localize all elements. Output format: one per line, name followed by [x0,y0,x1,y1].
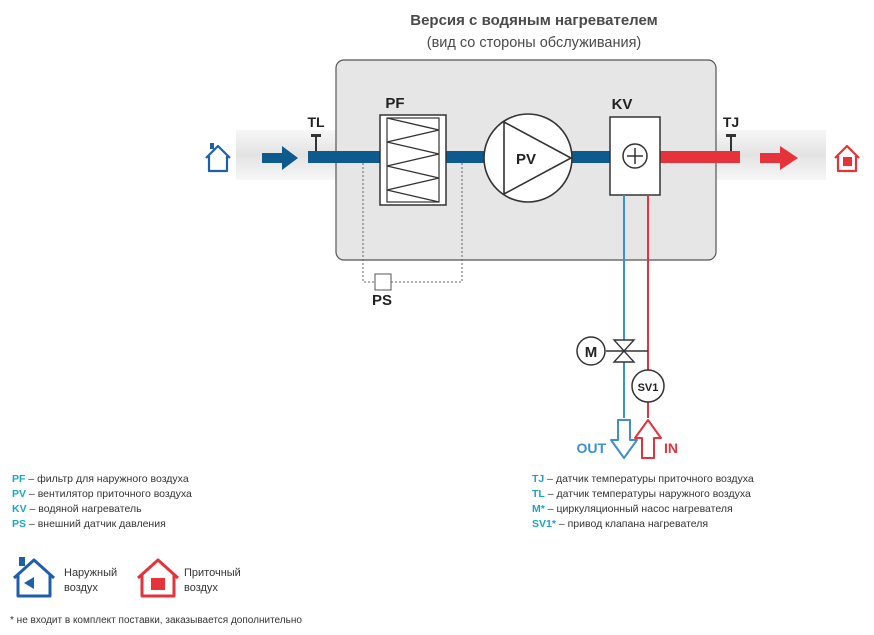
out-label: OUT [576,440,606,456]
pf-label: PF [385,95,404,112]
m-label: M [585,344,598,361]
pv-label: PV [516,151,536,168]
legend-outdoor-line1: Наружный [64,567,117,579]
legend-supply-line1: Приточный [184,567,241,579]
ps-sensor-box [374,273,392,291]
diagram-title: Версия с водяным нагревателем [410,12,658,29]
legend-right-m: M* – циркуляционный насос нагревателя [532,503,733,515]
filter-pf-icon [379,114,447,206]
ps-label: PS [372,292,392,309]
sv1-circle [631,369,665,403]
legend-right-tj: TJ – датчик температуры приточного возду… [532,473,754,485]
in-arrow-icon [634,419,662,459]
legend-right-sv1: SV1* – привод клапана нагревателя [532,518,708,530]
legend-outdoor-line2: воздух [64,582,98,594]
legend-house-supply-icon [136,558,180,598]
house-outdoor-icon [205,143,231,173]
pump-m-circle [576,336,606,366]
tl-sensor-icon [311,134,321,151]
outlet-arrow-head [780,146,798,170]
out-arrow-icon [610,419,638,459]
air-line-hot [660,151,740,163]
tj-sensor-icon [726,134,736,151]
sv1-label: SV1 [638,382,659,394]
plus-circle-icon [622,143,648,169]
valve-icon [606,339,648,363]
legend-supply-line2: воздух [184,582,218,594]
legend-left-kv: KV – водяной нагреватель [12,503,142,515]
house-supply-icon [834,144,860,173]
legend-right-tl: TL – датчик температуры наружного воздух… [532,488,751,500]
legend-left-ps: PS – внешний датчик давления [12,518,166,530]
diagram-subtitle: (вид со стороны обслуживания) [427,35,642,51]
inlet-arrow-head [282,146,298,170]
legend-house-outdoor-icon [12,557,56,598]
legend-left-pv: PV – вентилятор приточного воздуха [12,488,192,500]
tj-label: TJ [723,114,739,130]
legend-left-pf: PF – фильтр для наружного воздуха [12,473,189,485]
fan-triangle-icon [483,113,573,203]
inlet-arrow-shaft [262,153,284,163]
outlet-arrow-shaft [760,153,782,163]
kv-label: KV [612,96,633,113]
tl-label: TL [307,114,325,130]
in-label: IN [664,440,678,456]
footnote: * не входит в комплект поставки, заказыв… [10,615,302,626]
